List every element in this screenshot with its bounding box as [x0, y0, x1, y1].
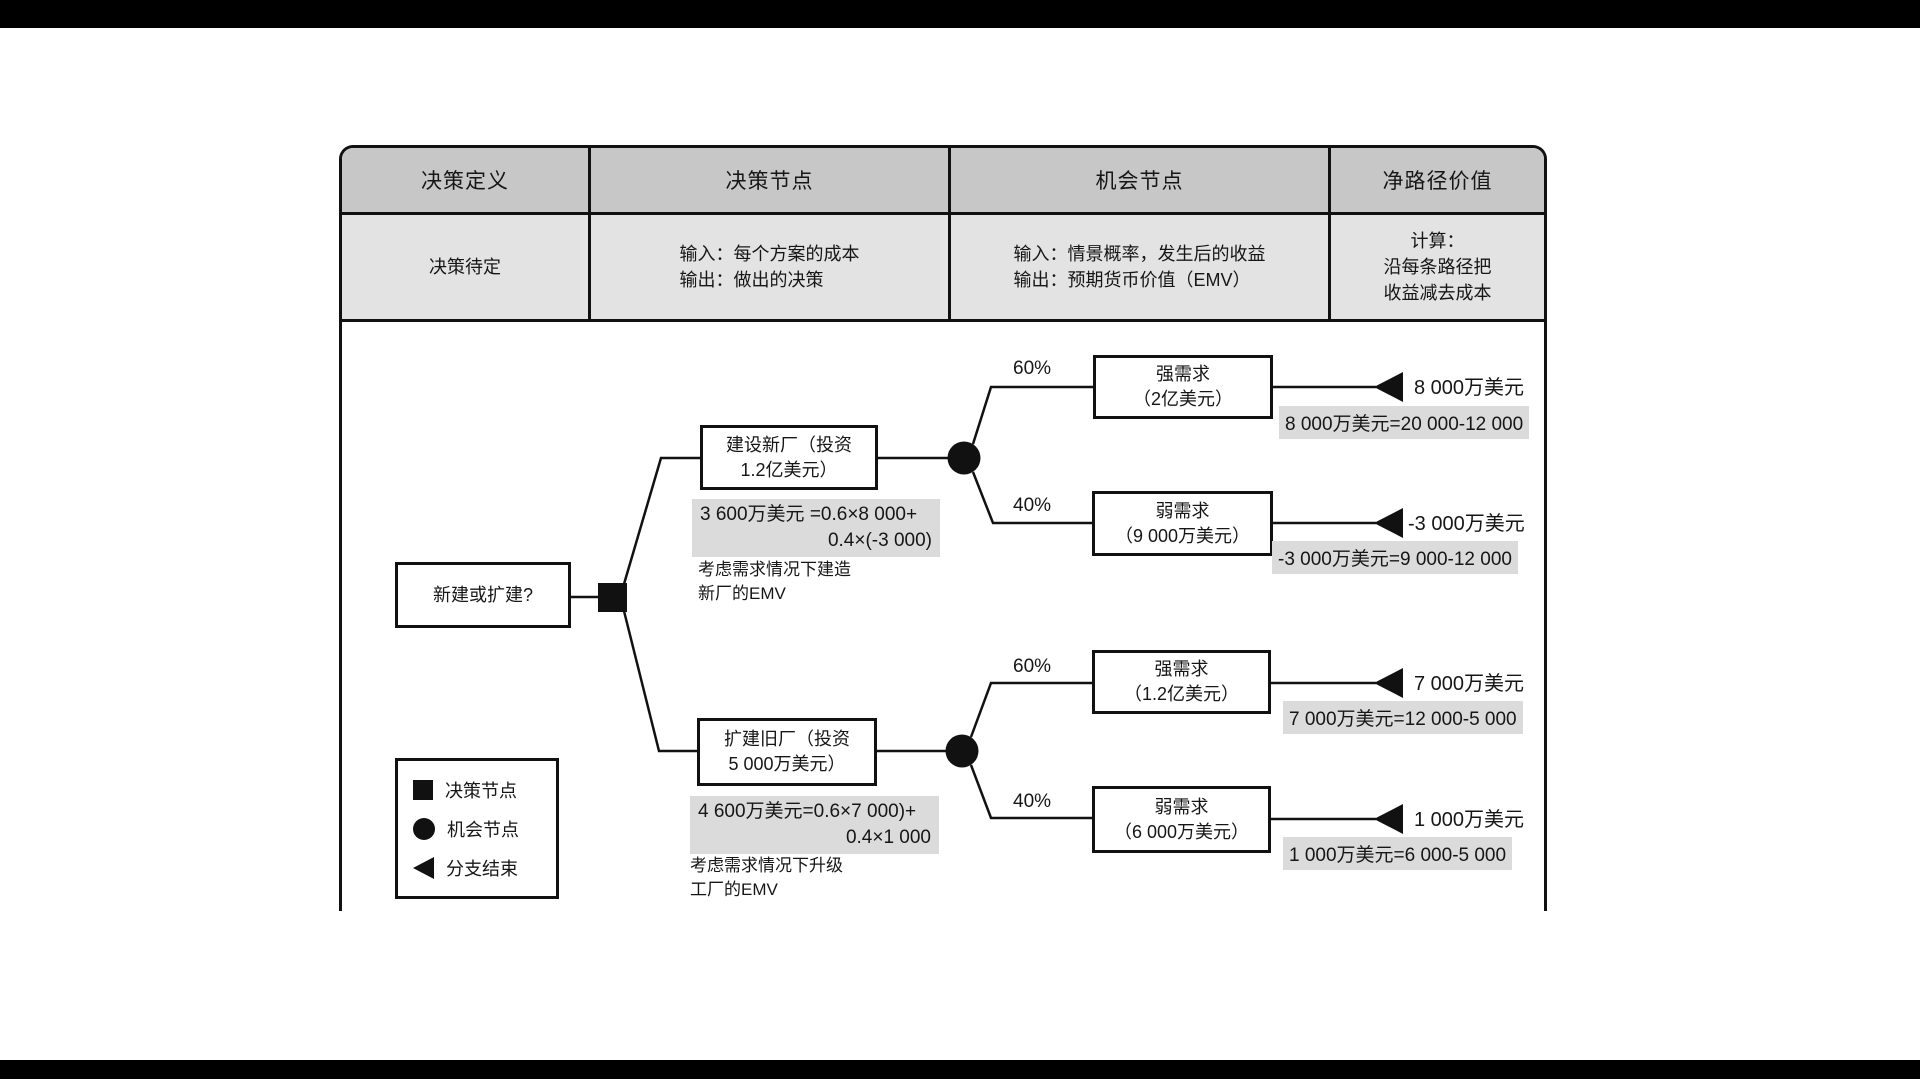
calc-expand-weak: 1 000万美元=6 000-5 000 — [1283, 837, 1513, 870]
connector-square-to-build — [622, 456, 700, 585]
table-definition-row: 决策待定 输入：每个方案的成本 输出：做出的决策 输入：情景概率，发生后的收益 … — [342, 215, 1544, 322]
end-triangle-icon — [413, 856, 434, 879]
letterbox-bottom — [0, 1060, 1920, 1079]
chance-output-text: 输出：预期货币价值（EMV） — [1013, 270, 1251, 290]
legend-branch-end: 分支结束 — [413, 855, 556, 881]
caption-build-line1: 考虑需求情况下建造 — [698, 560, 851, 579]
end-triangle-3 — [1374, 668, 1403, 698]
caption-expand-line2: 工厂的EMV — [690, 880, 778, 899]
outcome-expand-weak-line2: （6 000万美元） — [1113, 821, 1250, 842]
value-build-weak: -3 000万美元 — [1408, 513, 1525, 535]
outcome-build-weak-line1: 弱需求 — [1155, 500, 1210, 521]
chance-node-1-circle — [947, 441, 981, 475]
table-header-row: 决策定义 决策节点 机会节点 净路径价值 — [342, 148, 1544, 215]
decision-square-icon — [413, 779, 433, 800]
cell-net-path-calc: 计算： 沿每条路径把 收益减去成本 — [1328, 215, 1544, 319]
caption-build: 考虑需求情况下建造 新厂的EMV — [698, 558, 851, 606]
emv-build-line2: 0.4×(-3 000) — [827, 530, 932, 551]
outcome-expand-strong-line1: 强需求 — [1154, 659, 1209, 679]
header-chance-node: 机会节点 — [948, 148, 1328, 212]
connector-square-to-expand — [622, 610, 697, 753]
option-build-line2: 1.2亿美元） — [740, 459, 838, 480]
outcome-build-strong-line1: 强需求 — [1156, 364, 1210, 384]
chance-circle-icon — [413, 817, 435, 840]
header-decision-node: 决策节点 — [588, 148, 948, 212]
option-expand-line1: 扩建旧厂（投资 — [724, 729, 850, 749]
cell-decision-io: 输入：每个方案的成本 输出：做出的决策 — [588, 215, 948, 319]
caption-build-line2: 新厂的EMV — [698, 584, 786, 603]
value-build-strong: 8 000万美元 — [1414, 377, 1525, 399]
outcome-build-weak-line2: （9 000万美元） — [1114, 525, 1251, 546]
decision-table: 决策定义 决策节点 机会节点 净路径价值 决策待定 输入：每个方案的成本 输出：… — [339, 145, 1547, 911]
emv-expand-line1: 4 600万美元=0.6×7 000)+ — [698, 801, 917, 822]
calc-build-weak: -3 000万美元=9 000-12 000 — [1272, 541, 1518, 574]
letterbox-top — [0, 0, 1920, 28]
prob-expand-weak: 40% — [1013, 791, 1052, 812]
caption-expand: 考虑需求情况下升级 工厂的EMV — [690, 854, 843, 902]
emv-expand-highlight: 4 600万美元=0.6×7 000)+ 0.4×1 000 — [690, 796, 939, 854]
prob-build-weak: 40% — [1013, 495, 1052, 516]
option-expand-line2: 5 000万美元） — [728, 754, 846, 774]
root-decision-label: 新建或扩建? — [432, 584, 533, 605]
outcome-build-weak-box: 弱需求 （9 000万美元） — [1092, 491, 1273, 556]
outcome-expand-weak-line1: 弱需求 — [1154, 796, 1209, 817]
outcome-build-strong-line2: （2亿美元） — [1132, 389, 1233, 409]
chance-node-2-circle — [945, 734, 979, 768]
root-decision-box: 新建或扩建? — [395, 562, 571, 628]
legend-end-label: 分支结束 — [446, 858, 518, 879]
end-triangle-1 — [1374, 372, 1403, 402]
option-build-line1: 建设新厂（投资 — [726, 434, 852, 455]
cell-decision-pending: 决策待定 — [429, 257, 501, 277]
outcome-expand-strong-line2: （1.2亿美元） — [1123, 684, 1240, 704]
net-calc-line2: 沿每条路径把 — [1383, 257, 1492, 277]
header-net-path-value: 净路径价值 — [1328, 148, 1544, 212]
value-expand-strong: 7 000万美元 — [1414, 673, 1525, 695]
legend-decision-label: 决策节点 — [445, 780, 517, 801]
legend-box: 决策节点 机会节点 分支结束 — [395, 758, 559, 899]
emv-build-line1: 3 600万美元 =0.6×8 000+ — [700, 504, 918, 525]
calc-build-strong: 8 000万美元=20 000-12 000 — [1279, 406, 1530, 439]
outcome-expand-weak-box: 弱需求 （6 000万美元） — [1092, 786, 1271, 853]
outcome-expand-strong-box: 强需求 （1.2亿美元） — [1092, 650, 1271, 714]
connector-chance1-weak — [971, 471, 1092, 525]
prob-build-strong: 60% — [1013, 358, 1052, 379]
end-triangle-2 — [1374, 508, 1403, 538]
connector-chance2-weak — [969, 764, 1092, 820]
decision-input-text: 输入：每个方案的成本 — [679, 244, 860, 264]
emv-build-highlight: 3 600万美元 =0.6×8 000+ 0.4×(-3 000) — [692, 499, 940, 557]
calc-expand-strong: 7 000万美元=12 000-5 000 — [1283, 701, 1523, 734]
decision-node-square — [598, 583, 627, 612]
emv-expand-line2: 0.4×1 000 — [845, 827, 931, 848]
outcome-build-strong-box: 强需求 （2亿美元） — [1093, 355, 1273, 419]
prob-expand-strong: 60% — [1013, 656, 1052, 677]
net-calc-line3: 收益减去成本 — [1383, 283, 1492, 303]
option-expand-box: 扩建旧厂（投资 5 000万美元） — [697, 718, 877, 786]
net-calc-line1: 计算： — [1410, 231, 1465, 251]
option-build-box: 建设新厂（投资 1.2亿美元） — [700, 425, 878, 490]
end-triangle-4 — [1374, 804, 1403, 834]
legend-chance-label: 机会节点 — [447, 819, 519, 840]
cell-chance-io: 输入：情景概率，发生后的收益 输出：预期货币价值（EMV） — [948, 215, 1328, 319]
caption-expand-line1: 考虑需求情况下升级 — [690, 856, 843, 875]
chance-input-text: 输入：情景概率，发生后的收益 — [1013, 244, 1266, 264]
connector-chance1-strong — [971, 385, 1093, 445]
header-decision-definition: 决策定义 — [421, 170, 509, 193]
connector-chance2-strong — [969, 681, 1092, 738]
legend-decision-node: 决策节点 — [413, 777, 556, 803]
value-expand-weak: 1 000万美元 — [1414, 809, 1525, 831]
legend-chance-node: 机会节点 — [413, 816, 556, 842]
decision-output-text: 输出：做出的决策 — [679, 270, 824, 290]
